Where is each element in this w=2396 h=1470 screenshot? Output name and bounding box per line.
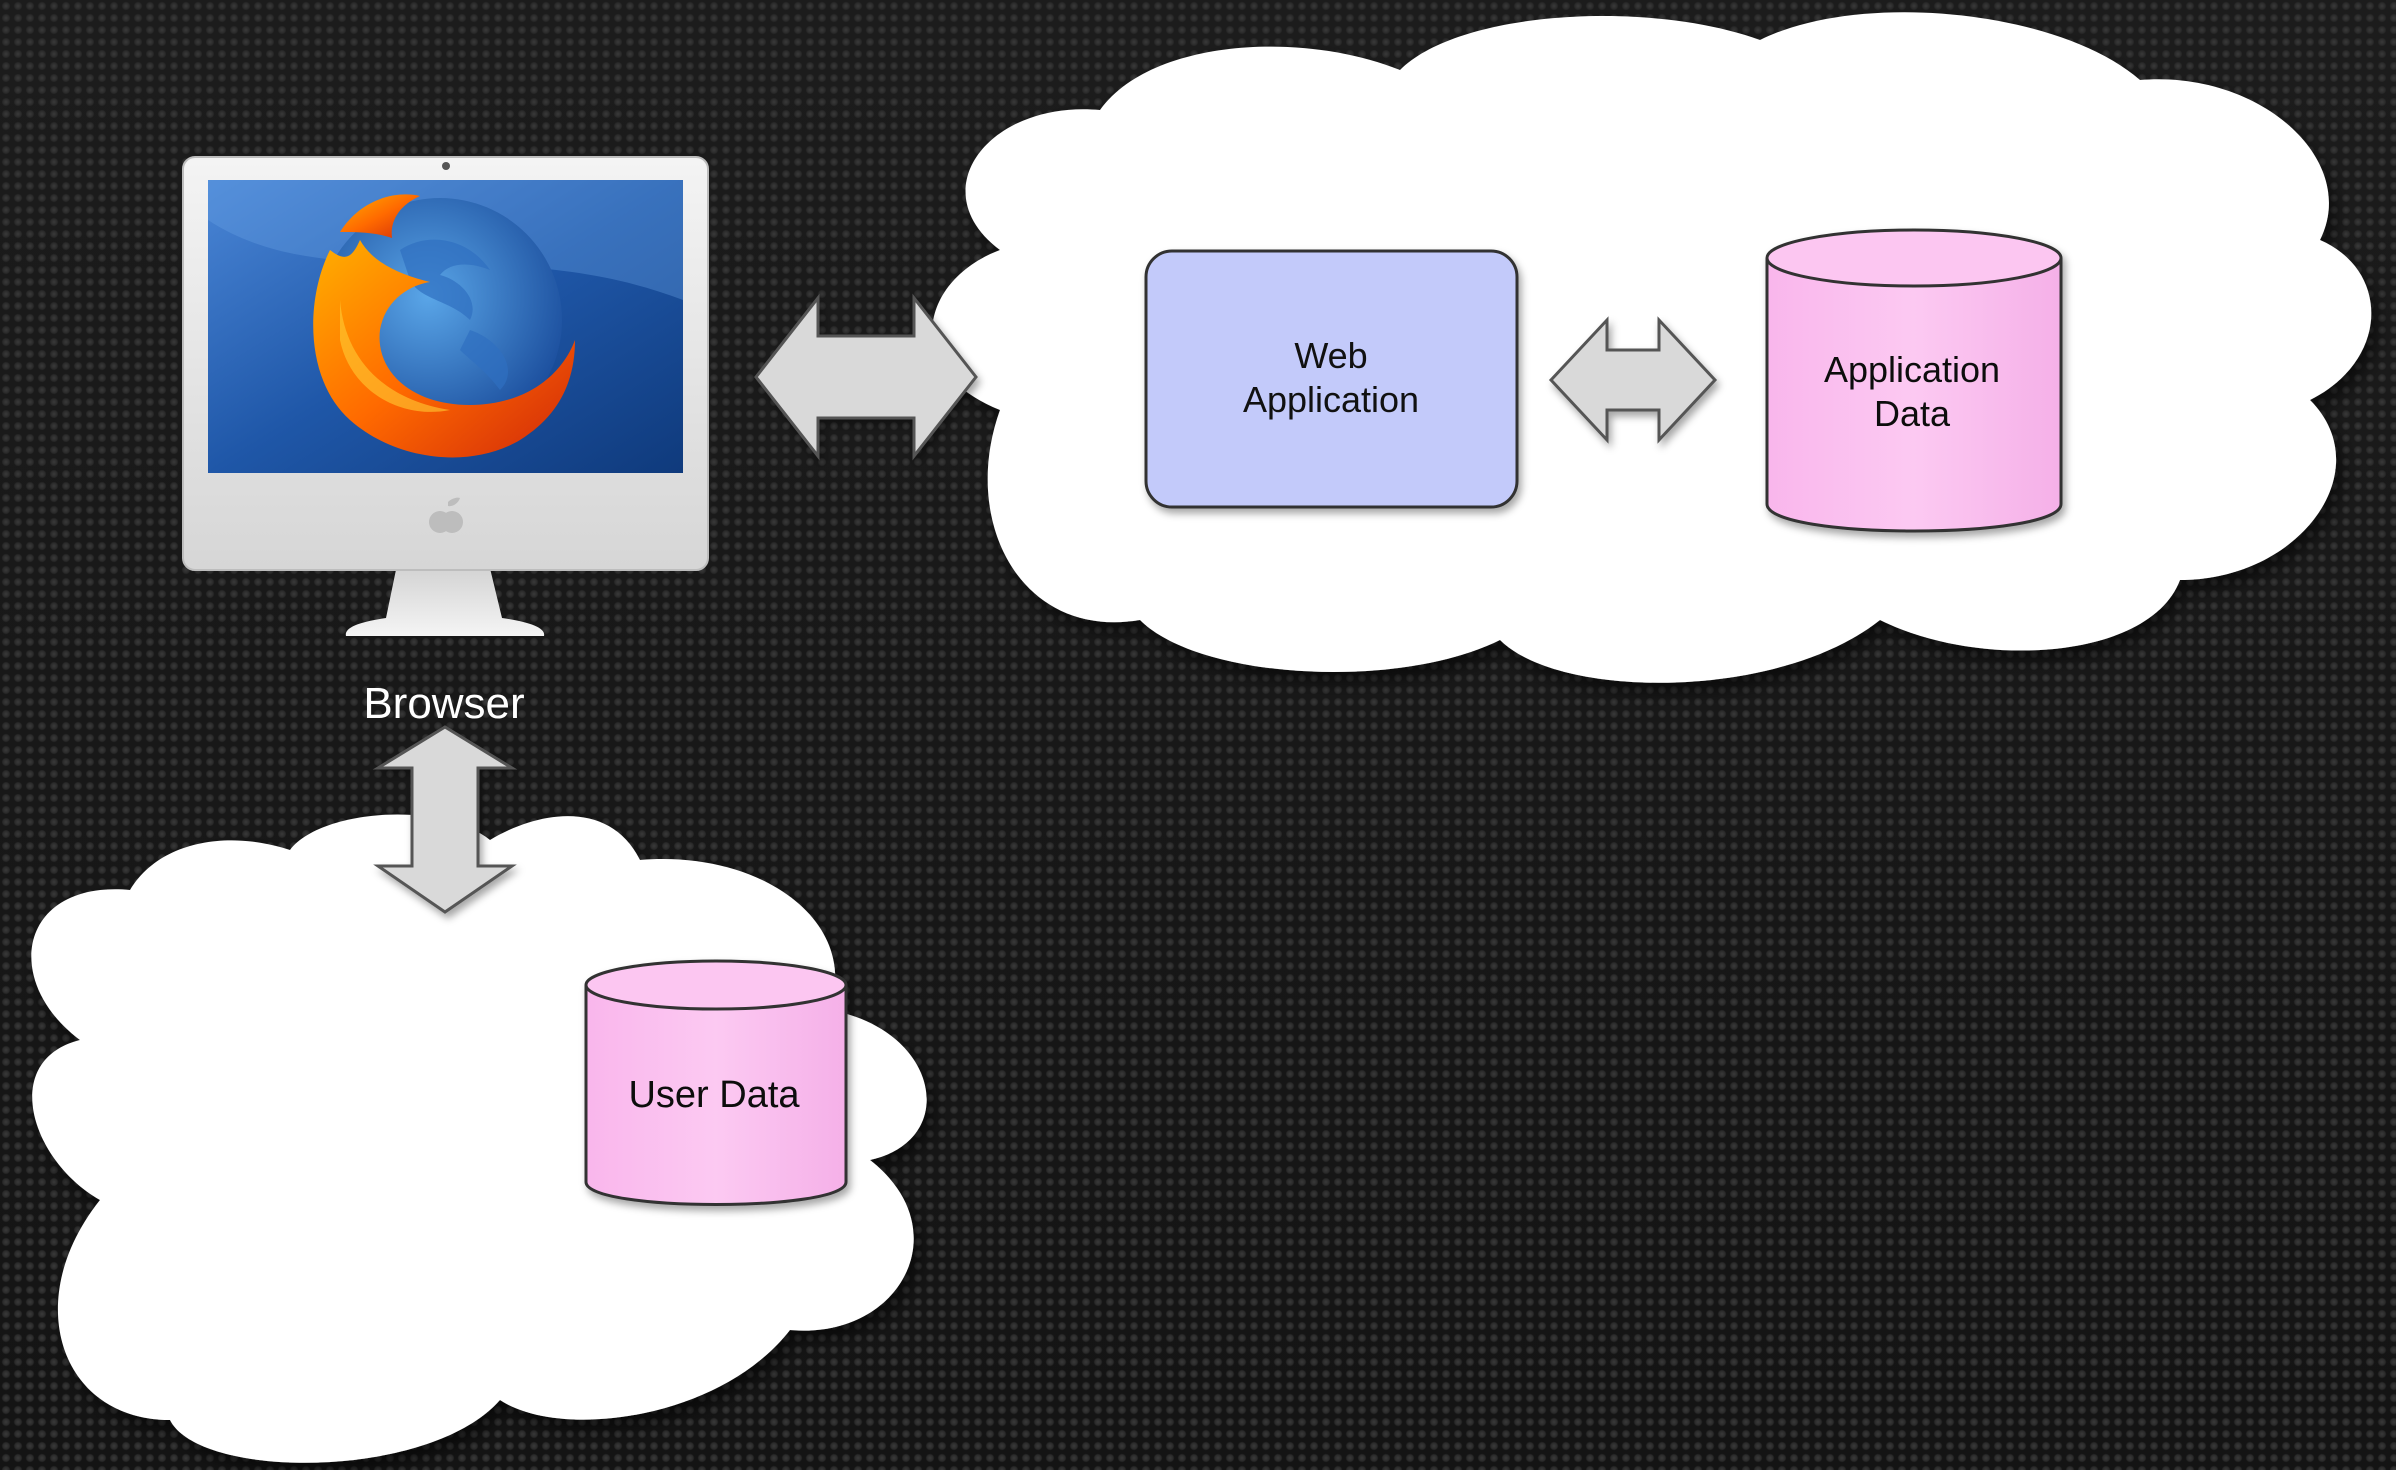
user-data-database: User Data <box>584 959 848 1206</box>
application-data-top <box>1765 228 2063 288</box>
application-data-label-line1: Application <box>1824 349 2000 390</box>
imac-camera <box>442 162 450 170</box>
application-data-database: Application Data <box>1765 228 2063 533</box>
apple-logo-icon <box>429 497 463 533</box>
browser-userdata-arrow <box>372 725 518 914</box>
user-data-label: User Data <box>628 1074 800 1116</box>
application-data-body <box>1765 258 2063 533</box>
browser-label: Browser <box>363 679 524 728</box>
web-application-node: Web Application <box>1144 249 1519 509</box>
webapp-appdata-arrow <box>1548 316 1718 444</box>
firefox-logo-icon <box>313 194 575 458</box>
browser-computer <box>182 156 709 636</box>
user-data-body <box>584 985 848 1206</box>
browser-webapp-arrow <box>754 293 978 461</box>
web-application-label-line2: Application <box>1243 379 1419 420</box>
user-data-top <box>584 959 848 1011</box>
web-application-label-line1: Web <box>1294 335 1367 376</box>
web-application-box <box>1144 249 1519 509</box>
application-data-label-line2: Data <box>1874 393 1951 434</box>
imac-stand <box>345 560 545 636</box>
